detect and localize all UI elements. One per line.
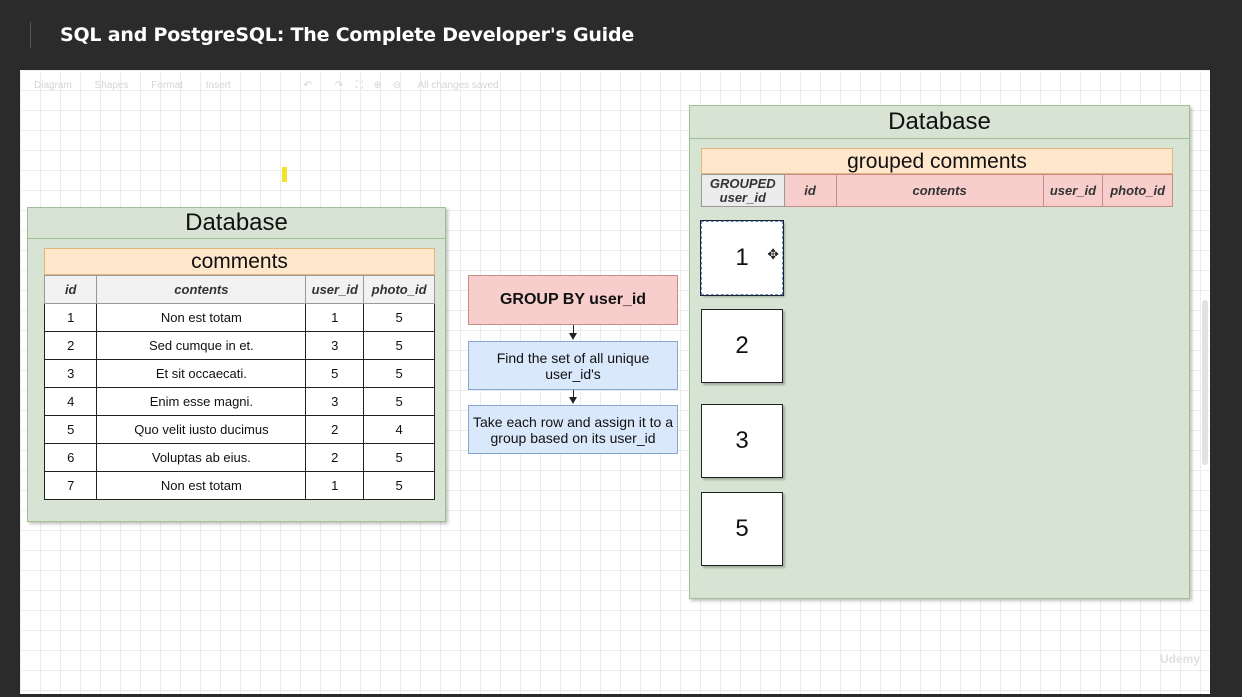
cell-id: 4 [43,387,98,416]
cell-user-id: 5 [305,359,365,388]
col-header-photo-id: photo_id [363,275,435,304]
left-database-container[interactable]: Database comments id contents user_id ph… [27,207,446,522]
grouped-user-id-label: user_id [719,189,766,205]
cell-user-id: 2 [305,443,365,472]
redo-icon[interactable]: ↷ [334,80,344,91]
col-header-contents: contents [835,174,1044,207]
group-label: 1 [735,244,749,271]
grouped-comments-table-title: grouped comments [701,148,1173,174]
zoom-out-icon[interactable]: ⊖ [392,80,402,91]
cell-id: 7 [43,471,98,500]
comments-table-title: comments [44,248,435,275]
comments-table-header: id contents user_id photo_id [43,275,435,304]
col-header-user-id: user_id [1042,174,1104,207]
group-by-step-box[interactable]: GROUP BY user_id [468,275,678,325]
group-box-3[interactable]: 3 [701,404,783,478]
zoom-in-icon[interactable]: ⊕ [373,80,383,91]
grouped-header-row: GROUPED user_id id contents user_id phot… [701,174,1173,207]
top-bar: SQL and PostgreSQL: The Complete Develop… [0,0,1242,70]
flow-arrow-1 [569,325,577,340]
course-title: SQL and PostgreSQL: The Complete Develop… [60,24,635,46]
col-header-photo-id: photo_id [1102,174,1173,207]
cell-id: 6 [43,443,98,472]
group-box-5[interactable]: 5 [701,492,783,566]
undo-icon[interactable]: ↶ [303,80,312,91]
cell-contents: Voluptas ab eius. [96,443,307,472]
menu-shapes[interactable]: Shapes [94,80,129,91]
topbar-divider [30,22,31,48]
cell-photo-id: 5 [363,471,435,500]
udemy-watermark: Udemy [1159,652,1200,666]
diagram-canvas[interactable]: Diagram Shapes Format Insert ↶ ↷ ⛶ ⊕ ⊖ A… [20,70,1210,694]
save-status: All changes saved [417,80,499,91]
group-box-1[interactable]: 1 ✥ [700,220,784,296]
right-database-title: Database [690,106,1189,139]
cell-user-id: 2 [305,415,365,444]
group-label: 3 [735,427,749,454]
table-row[interactable]: 5 Quo velit iusto ducimus 2 4 [43,415,435,444]
cell-photo-id: 5 [363,387,435,416]
table-row[interactable]: 1 Non est totam 1 5 [43,303,435,332]
col-header-contents: contents [96,275,307,304]
cell-contents: Quo velit iusto ducimus [96,415,307,444]
vertical-scrollbar[interactable] [1202,300,1208,465]
fullscreen-icon[interactable]: ⛶ [355,80,363,91]
cell-contents: Non est totam [96,471,307,500]
cell-contents: Et sit occaecati. [96,359,307,388]
table-row[interactable]: 2 Sed cumque in et. 3 5 [43,331,435,360]
table-row[interactable]: 6 Voluptas ab eius. 2 5 [43,443,435,472]
text-cursor-marker [282,167,287,182]
table-row[interactable]: 7 Non est totam 1 5 [43,471,435,500]
cell-contents: Enim esse magni. [96,387,307,416]
left-database-title: Database [28,208,445,239]
cell-id: 3 [43,359,98,388]
group-label: 2 [735,332,749,359]
flow-arrow-2 [569,390,577,404]
cell-id: 5 [43,415,98,444]
right-database-container[interactable]: Database grouped comments GROUPED user_i… [689,105,1190,599]
cell-id: 2 [43,331,98,360]
grouped-label: GROUPED [709,175,776,191]
col-header-user-id: user_id [305,275,365,304]
cell-id: 1 [43,303,98,332]
cell-user-id: 1 [305,303,365,332]
cell-photo-id: 5 [363,443,435,472]
cell-photo-id: 5 [363,359,435,388]
cell-user-id: 3 [305,387,365,416]
group-label: 5 [735,515,749,542]
cell-contents: Sed cumque in et. [96,331,307,360]
menu-diagram[interactable]: Diagram [34,80,72,91]
menu-format[interactable]: Format [151,80,183,91]
cell-photo-id: 5 [363,303,435,332]
comments-table[interactable]: id contents user_id photo_id 1 Non est t… [43,275,435,500]
cell-contents: Non est totam [96,303,307,332]
assign-group-step-box[interactable]: Take each row and assign it to a group b… [468,405,678,454]
table-row[interactable]: 3 Et sit occaecati. 5 5 [43,359,435,388]
group-box-2[interactable]: 2 [701,309,783,383]
cell-photo-id: 4 [363,415,435,444]
cell-user-id: 3 [305,331,365,360]
table-row[interactable]: 4 Enim esse magni. 3 5 [43,387,435,416]
col-header-id: id [43,275,98,304]
menu-insert[interactable]: Insert [205,80,231,91]
col-header-id: id [783,174,837,207]
cell-user-id: 1 [305,471,365,500]
cell-photo-id: 5 [363,331,435,360]
faded-editor-toolbar: Diagram Shapes Format Insert ↶ ↷ ⛶ ⊕ ⊖ A… [34,80,519,91]
grouped-comments-header[interactable]: GROUPED user_id id contents user_id phot… [701,174,1173,207]
col-header-grouped-user-id: GROUPED user_id [701,174,785,207]
move-cursor-icon: ✥ [767,246,779,262]
find-unique-step-box[interactable]: Find the set of all unique user_id's [468,341,678,390]
